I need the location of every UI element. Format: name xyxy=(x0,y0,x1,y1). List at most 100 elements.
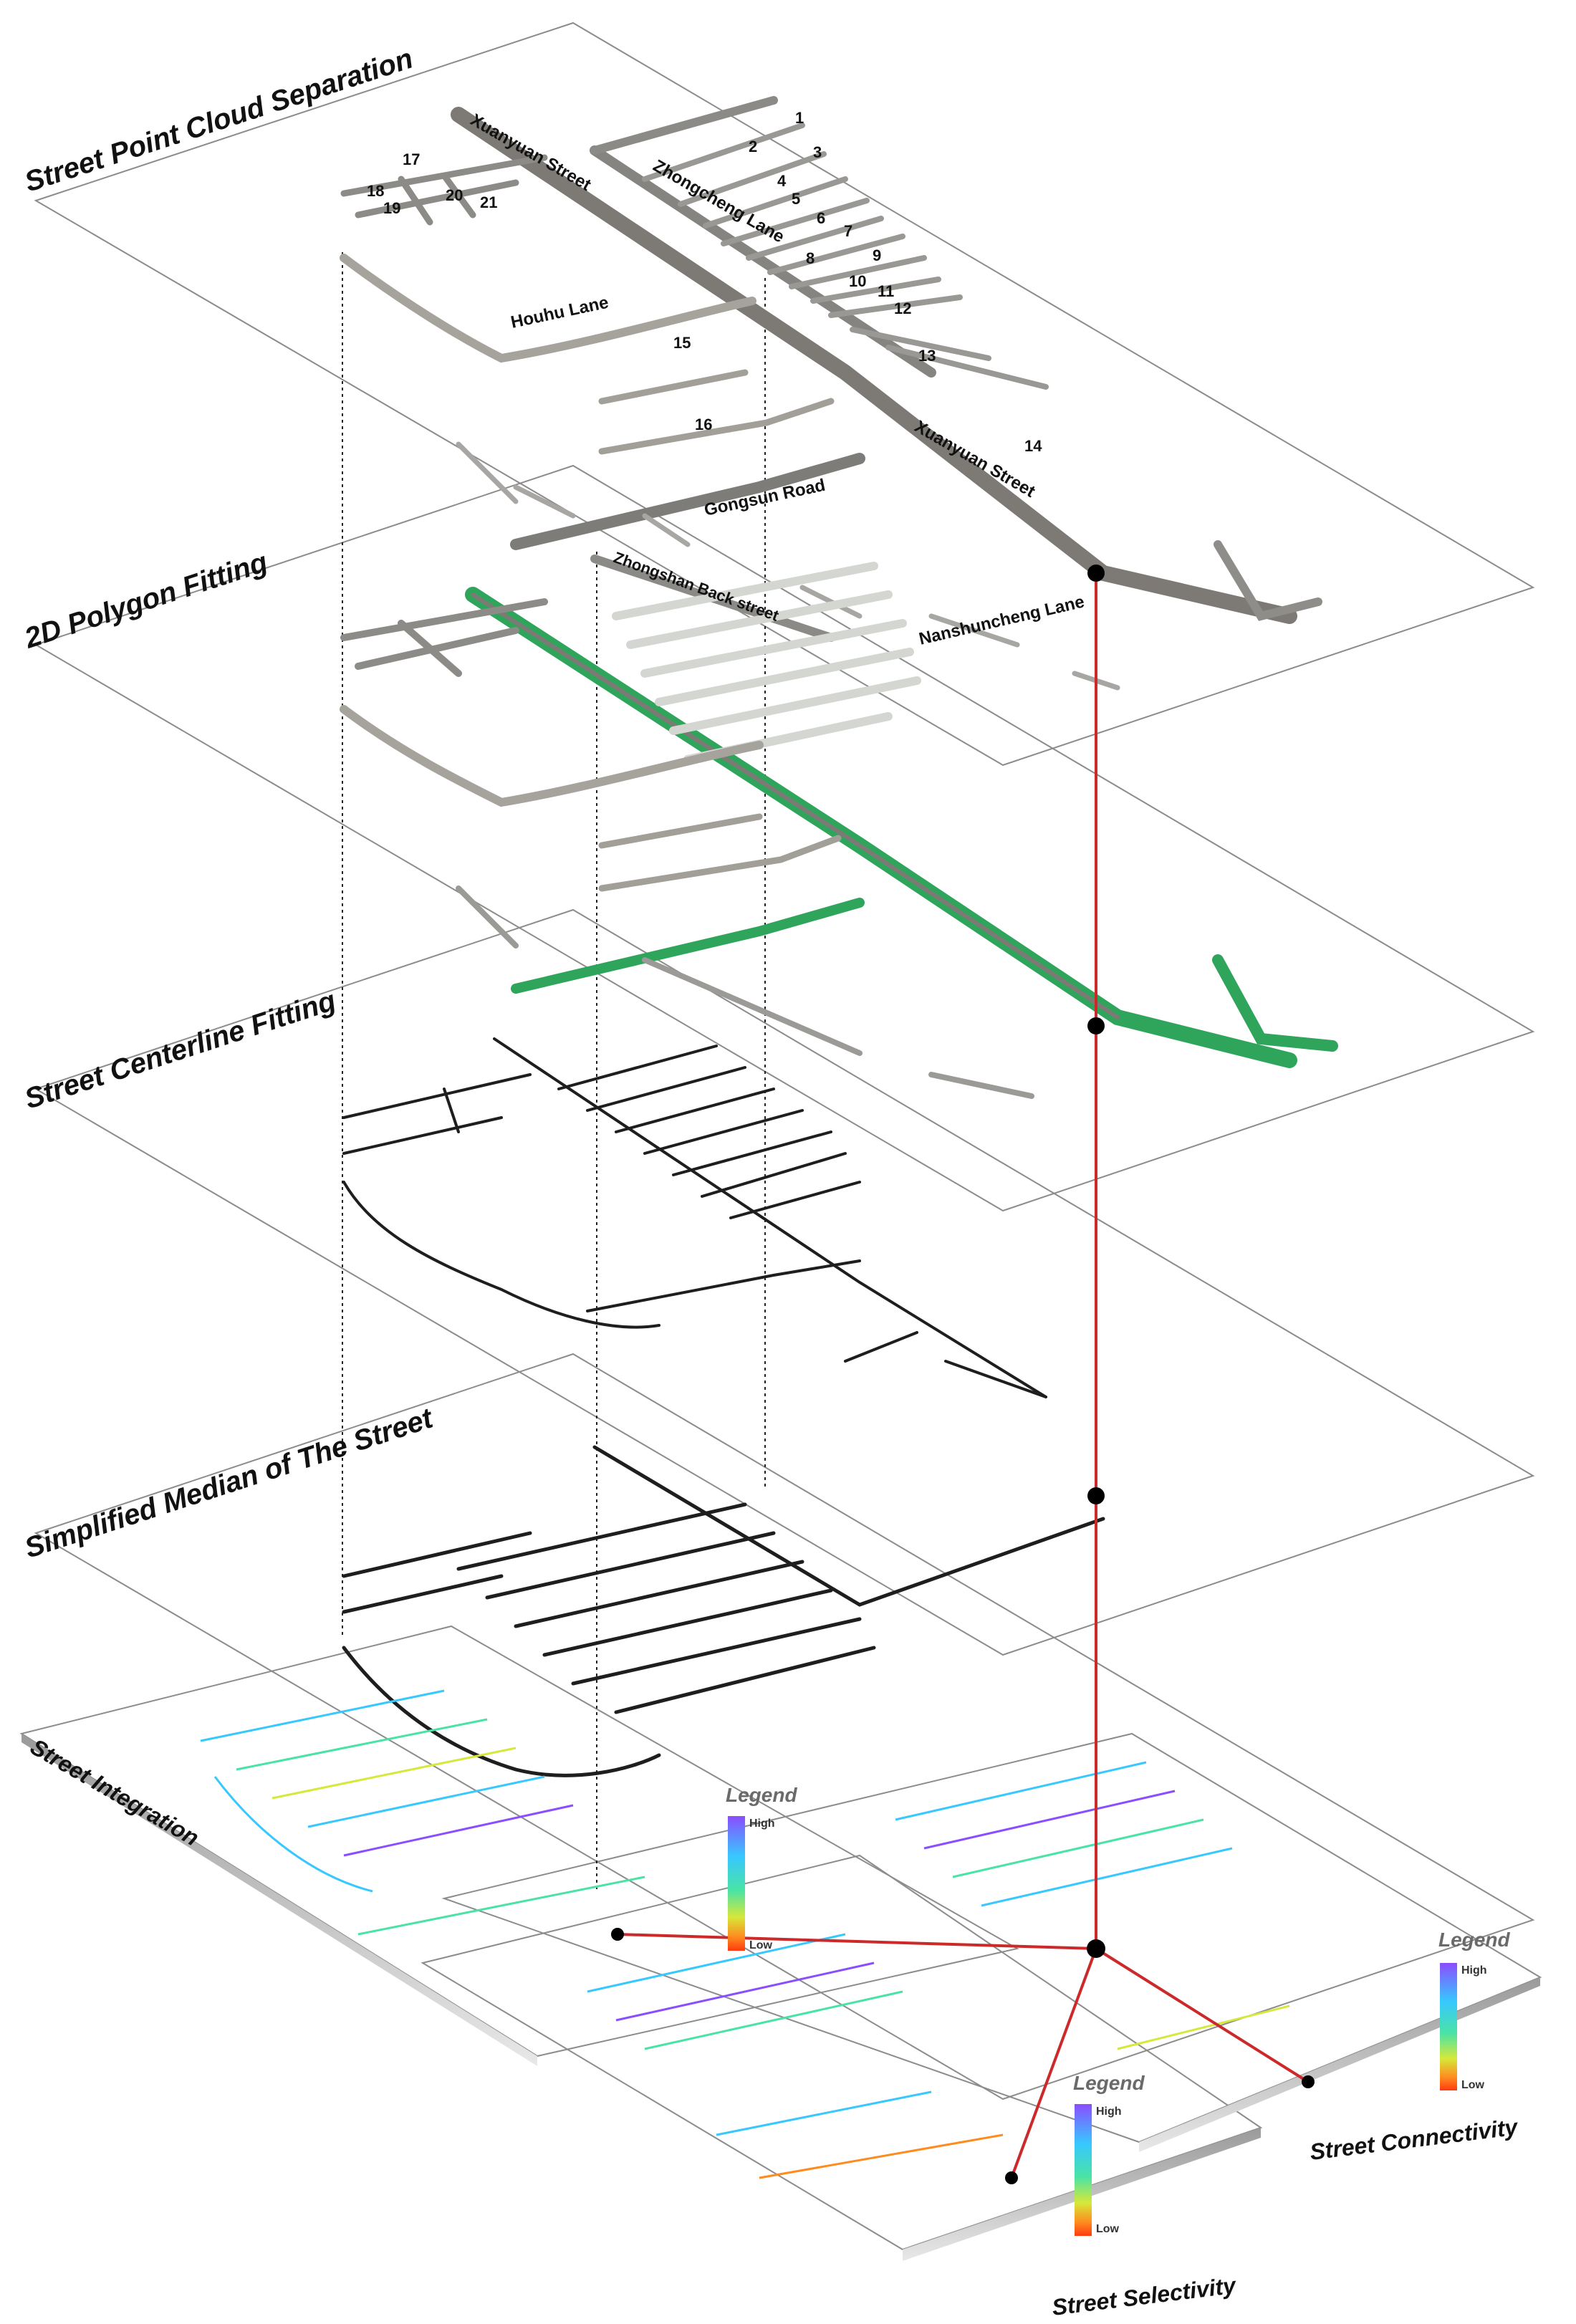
median-main xyxy=(592,1445,1105,1607)
lane-number: 9 xyxy=(873,246,881,264)
centerline-streets xyxy=(342,1037,1047,1398)
legend-integration: Legend High Low xyxy=(726,1784,797,1951)
lane-number: 14 xyxy=(1024,437,1042,455)
node-connectivity xyxy=(1302,2075,1315,2088)
title-integration: Street Integration xyxy=(27,1734,203,1851)
connectivity-segment xyxy=(923,1790,1176,1850)
link-to-connectivity xyxy=(1095,1947,1310,2083)
integration-segment xyxy=(307,1775,545,1828)
integration-segment xyxy=(357,1876,645,1936)
label-houhu-lane: Houhu Lane xyxy=(509,293,610,332)
lane-number: 18 xyxy=(367,182,384,200)
median-streets xyxy=(342,1445,1105,1777)
centerline-south xyxy=(586,1259,1047,1398)
title-point-cloud: Street Point Cloud Separation xyxy=(21,43,417,198)
plane-selectivity xyxy=(421,1854,1263,2251)
legend-title: Legend xyxy=(1438,1929,1510,1951)
label-xuanyuan-street-south: Xuanyuan Street xyxy=(911,417,1039,501)
title-polygon: 2D Polygon Fitting xyxy=(20,547,272,655)
cloud-west-block xyxy=(340,154,548,226)
lane-numbers: 1 2 3 4 5 6 7 8 9 10 11 12 13 14 15 16 1… xyxy=(367,109,1042,455)
polygon-houhu xyxy=(340,705,764,807)
integration-segment xyxy=(200,1689,445,1742)
polygon-lane-mid xyxy=(598,813,842,892)
node-median xyxy=(1087,1487,1105,1504)
legend-selectivity: Legend High Low xyxy=(1073,2072,1145,2236)
layer-planes xyxy=(19,21,1542,2251)
cloud-lane-16 xyxy=(598,398,835,455)
link-nodes xyxy=(611,565,1315,2184)
point-cloud-streets xyxy=(340,96,1322,691)
lane-number: 19 xyxy=(383,199,400,217)
polygon-main-street-edge xyxy=(471,592,1120,1019)
title-selectivity: Street Selectivity xyxy=(1050,2272,1239,2320)
polygon-west-block xyxy=(340,598,548,677)
lane-number: 15 xyxy=(673,334,691,352)
legend-connectivity: Legend High Low xyxy=(1438,1929,1510,2091)
polygon-lanes-ghost xyxy=(612,562,921,764)
lane-number: 12 xyxy=(894,299,911,317)
plane-point-cloud xyxy=(34,21,1535,767)
connectivity-segment xyxy=(981,1847,1233,1907)
polygon-gongsun xyxy=(511,898,865,994)
lane-number: 13 xyxy=(918,347,936,365)
cloud-houhu-lane xyxy=(340,254,756,363)
node-polygon xyxy=(1087,1017,1105,1034)
lane-number: 21 xyxy=(480,193,497,211)
link-to-integration xyxy=(617,1933,1097,1950)
median-grid xyxy=(456,1502,876,1714)
integration-network xyxy=(200,1689,645,1936)
cloud-lanes-east xyxy=(642,123,1049,390)
legend-gradient-bar xyxy=(728,1816,745,1951)
lane-number: 16 xyxy=(695,416,712,433)
legend-low-label: Low xyxy=(1096,2223,1120,2235)
median-loop xyxy=(342,1646,661,1777)
integration-segment xyxy=(236,1718,488,1771)
lane-number: 3 xyxy=(813,143,822,161)
plane-connectivity xyxy=(441,1732,1542,2143)
legend-high-label: High xyxy=(749,1818,775,1830)
title-centerline: Street Centerline Fitting xyxy=(21,985,340,1115)
label-xuanyuan-street-north: Xuanyuan Street xyxy=(467,110,595,195)
plane-shadows xyxy=(21,1734,1540,2261)
cloud-top-cross xyxy=(590,96,778,155)
title-connectivity: Street Connectivity xyxy=(1308,2113,1520,2165)
plane-median xyxy=(34,1353,1535,2100)
selectivity-segment xyxy=(716,2090,932,2136)
integration-segment xyxy=(272,1747,516,1800)
legend-low-label: Low xyxy=(1461,2079,1485,2091)
polygon-south-branches xyxy=(456,885,1034,1099)
cloud-east-tail xyxy=(1214,540,1322,621)
node-hub xyxy=(1087,1939,1105,1958)
centerline-west xyxy=(342,1073,532,1155)
lane-number: 4 xyxy=(777,172,787,190)
link-lines xyxy=(617,573,1310,2179)
lane-number: 7 xyxy=(844,222,852,240)
lane-number: 6 xyxy=(817,209,825,227)
centerline-main xyxy=(493,1037,1047,1398)
connectivity-network xyxy=(895,1761,1290,2050)
integration-shadow xyxy=(21,1734,537,2066)
legend-gradient-bar xyxy=(1440,1963,1457,2090)
polygon-east-tail xyxy=(1212,954,1338,1052)
polygon-main-street xyxy=(465,587,1297,1068)
legend-low-label: Low xyxy=(749,1939,773,1951)
lane-number: 8 xyxy=(806,249,815,267)
legend-high-label: High xyxy=(1461,1964,1487,1977)
connectivity-segment xyxy=(952,1818,1204,1878)
link-to-selectivity xyxy=(1010,1948,1097,2179)
integration-segment xyxy=(213,1776,373,1893)
selectivity-segment xyxy=(759,2133,1004,2179)
lane-number: 2 xyxy=(749,138,757,155)
node-integration xyxy=(611,1928,624,1941)
lane-number: 1 xyxy=(795,109,804,127)
plane-centerline xyxy=(34,908,1535,1656)
lane-number: 17 xyxy=(403,150,420,168)
median-west xyxy=(342,1531,532,1614)
legend-gradient-bar xyxy=(1075,2104,1092,2236)
node-point-cloud xyxy=(1087,565,1105,582)
cloud-xuanyuan-street xyxy=(451,107,1297,624)
selectivity-segment xyxy=(644,1990,903,2050)
cloud-lane-15 xyxy=(598,369,749,405)
